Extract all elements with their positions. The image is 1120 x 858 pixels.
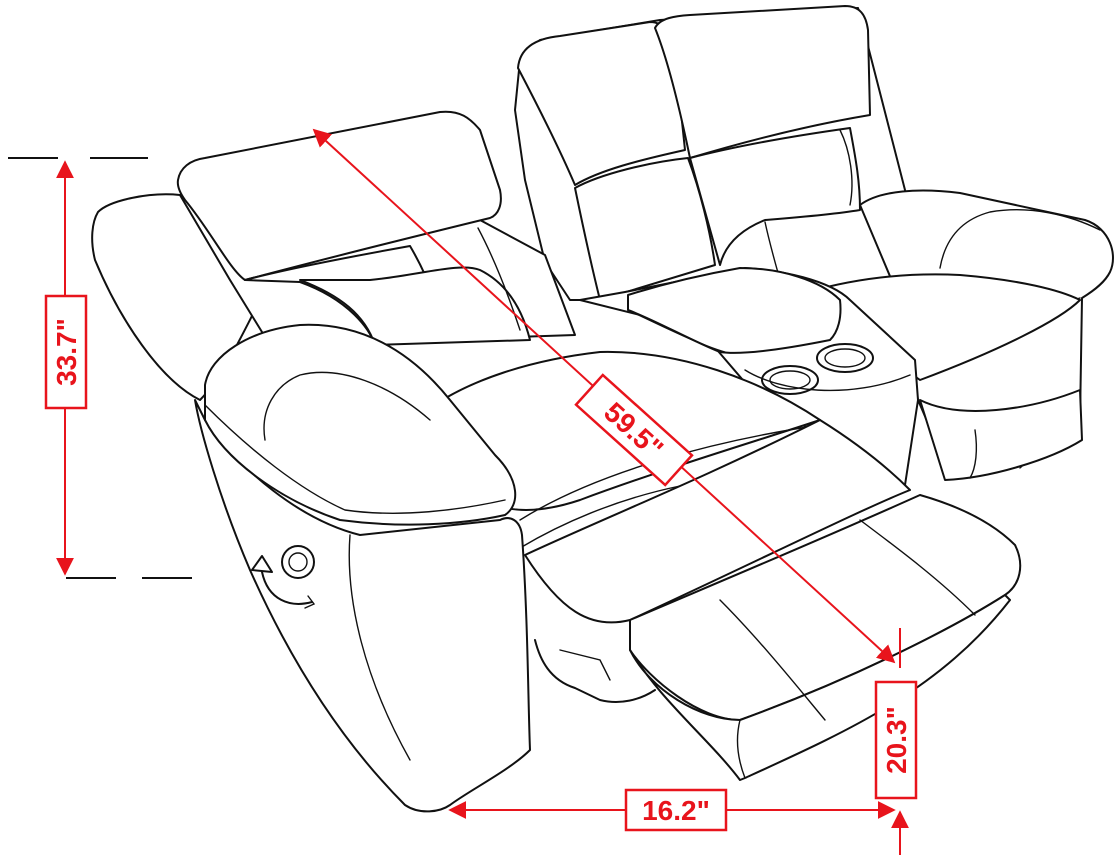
right-seat-headrest-2 <box>654 5 871 159</box>
depth-label: 16.2" <box>624 788 728 832</box>
svg-text:33.7": 33.7" <box>51 318 82 386</box>
footrest-front <box>629 594 1011 781</box>
svg-text:20.3": 20.3" <box>881 706 912 774</box>
height-label: 33.7" <box>44 294 88 410</box>
footrest-height-label: 20.3" <box>874 680 918 800</box>
rotate-arrow-icon <box>251 545 316 609</box>
svg-text:16.2": 16.2" <box>642 795 710 826</box>
